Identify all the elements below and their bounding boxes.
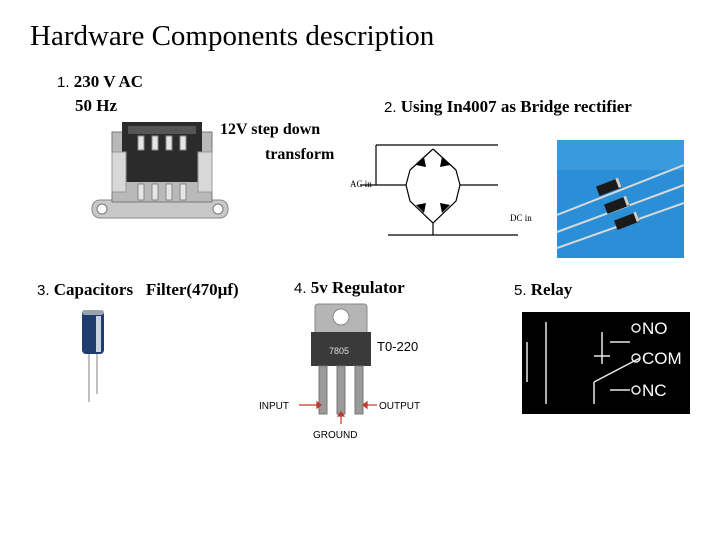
- diode-photo: [557, 140, 684, 258]
- item-1-heading: 1. 230 V AC: [57, 72, 143, 92]
- item-3-heading: 3. Capacitors Filter(470µf): [37, 280, 239, 300]
- transformer-image: [91, 122, 229, 219]
- item-2-number: 2.: [384, 99, 397, 116]
- item-5-heading: 5. Relay: [514, 280, 572, 300]
- transformer-label-line2: transform: [265, 146, 335, 163]
- item-4-heading: 4. 5v Regulator: [294, 278, 405, 298]
- relay-com-label: COM: [642, 349, 682, 368]
- item-3-label: Capacitors Filter(470µf): [53, 280, 239, 299]
- item-4-label: 5v Regulator: [310, 278, 405, 297]
- bridge-rectifier-schematic: AC in DC in: [350, 144, 532, 236]
- item-5-number: 5.: [514, 282, 527, 299]
- regulator-image: 7805 T0-220 INPUT OUTPUT GROUND: [259, 303, 420, 441]
- item-3-number: 3.: [37, 282, 50, 299]
- relay-image: NO COM NC: [522, 312, 690, 414]
- regulator-chip-text: 7805: [329, 346, 349, 356]
- dc-in-label: DC in: [510, 213, 532, 223]
- relay-nc-label: NC: [642, 381, 667, 400]
- item-5-label: Relay: [530, 280, 573, 299]
- regulator-ground-label: GROUND: [313, 430, 357, 441]
- item-1-number: 1.: [57, 74, 70, 91]
- capacitor-image: [82, 310, 104, 402]
- regulator-package-label: T0-220: [377, 339, 418, 354]
- relay-no-label: NO: [642, 319, 668, 338]
- ac-in-label: AC in: [350, 179, 372, 189]
- item-1-line1: 230 V AC: [73, 72, 144, 91]
- regulator-output-label: OUTPUT: [379, 401, 420, 412]
- page-title: Hardware Components description: [30, 20, 435, 52]
- item-2-heading: 2. Using In4007 as Bridge rectifier: [384, 97, 632, 117]
- item-1-line2: 50 Hz: [75, 96, 118, 115]
- transformer-label-line1: 12V step down: [220, 121, 321, 138]
- item-4-number: 4.: [294, 280, 307, 297]
- regulator-input-label: INPUT: [259, 401, 289, 412]
- item-2-label: Using In4007 as Bridge rectifier: [400, 97, 632, 116]
